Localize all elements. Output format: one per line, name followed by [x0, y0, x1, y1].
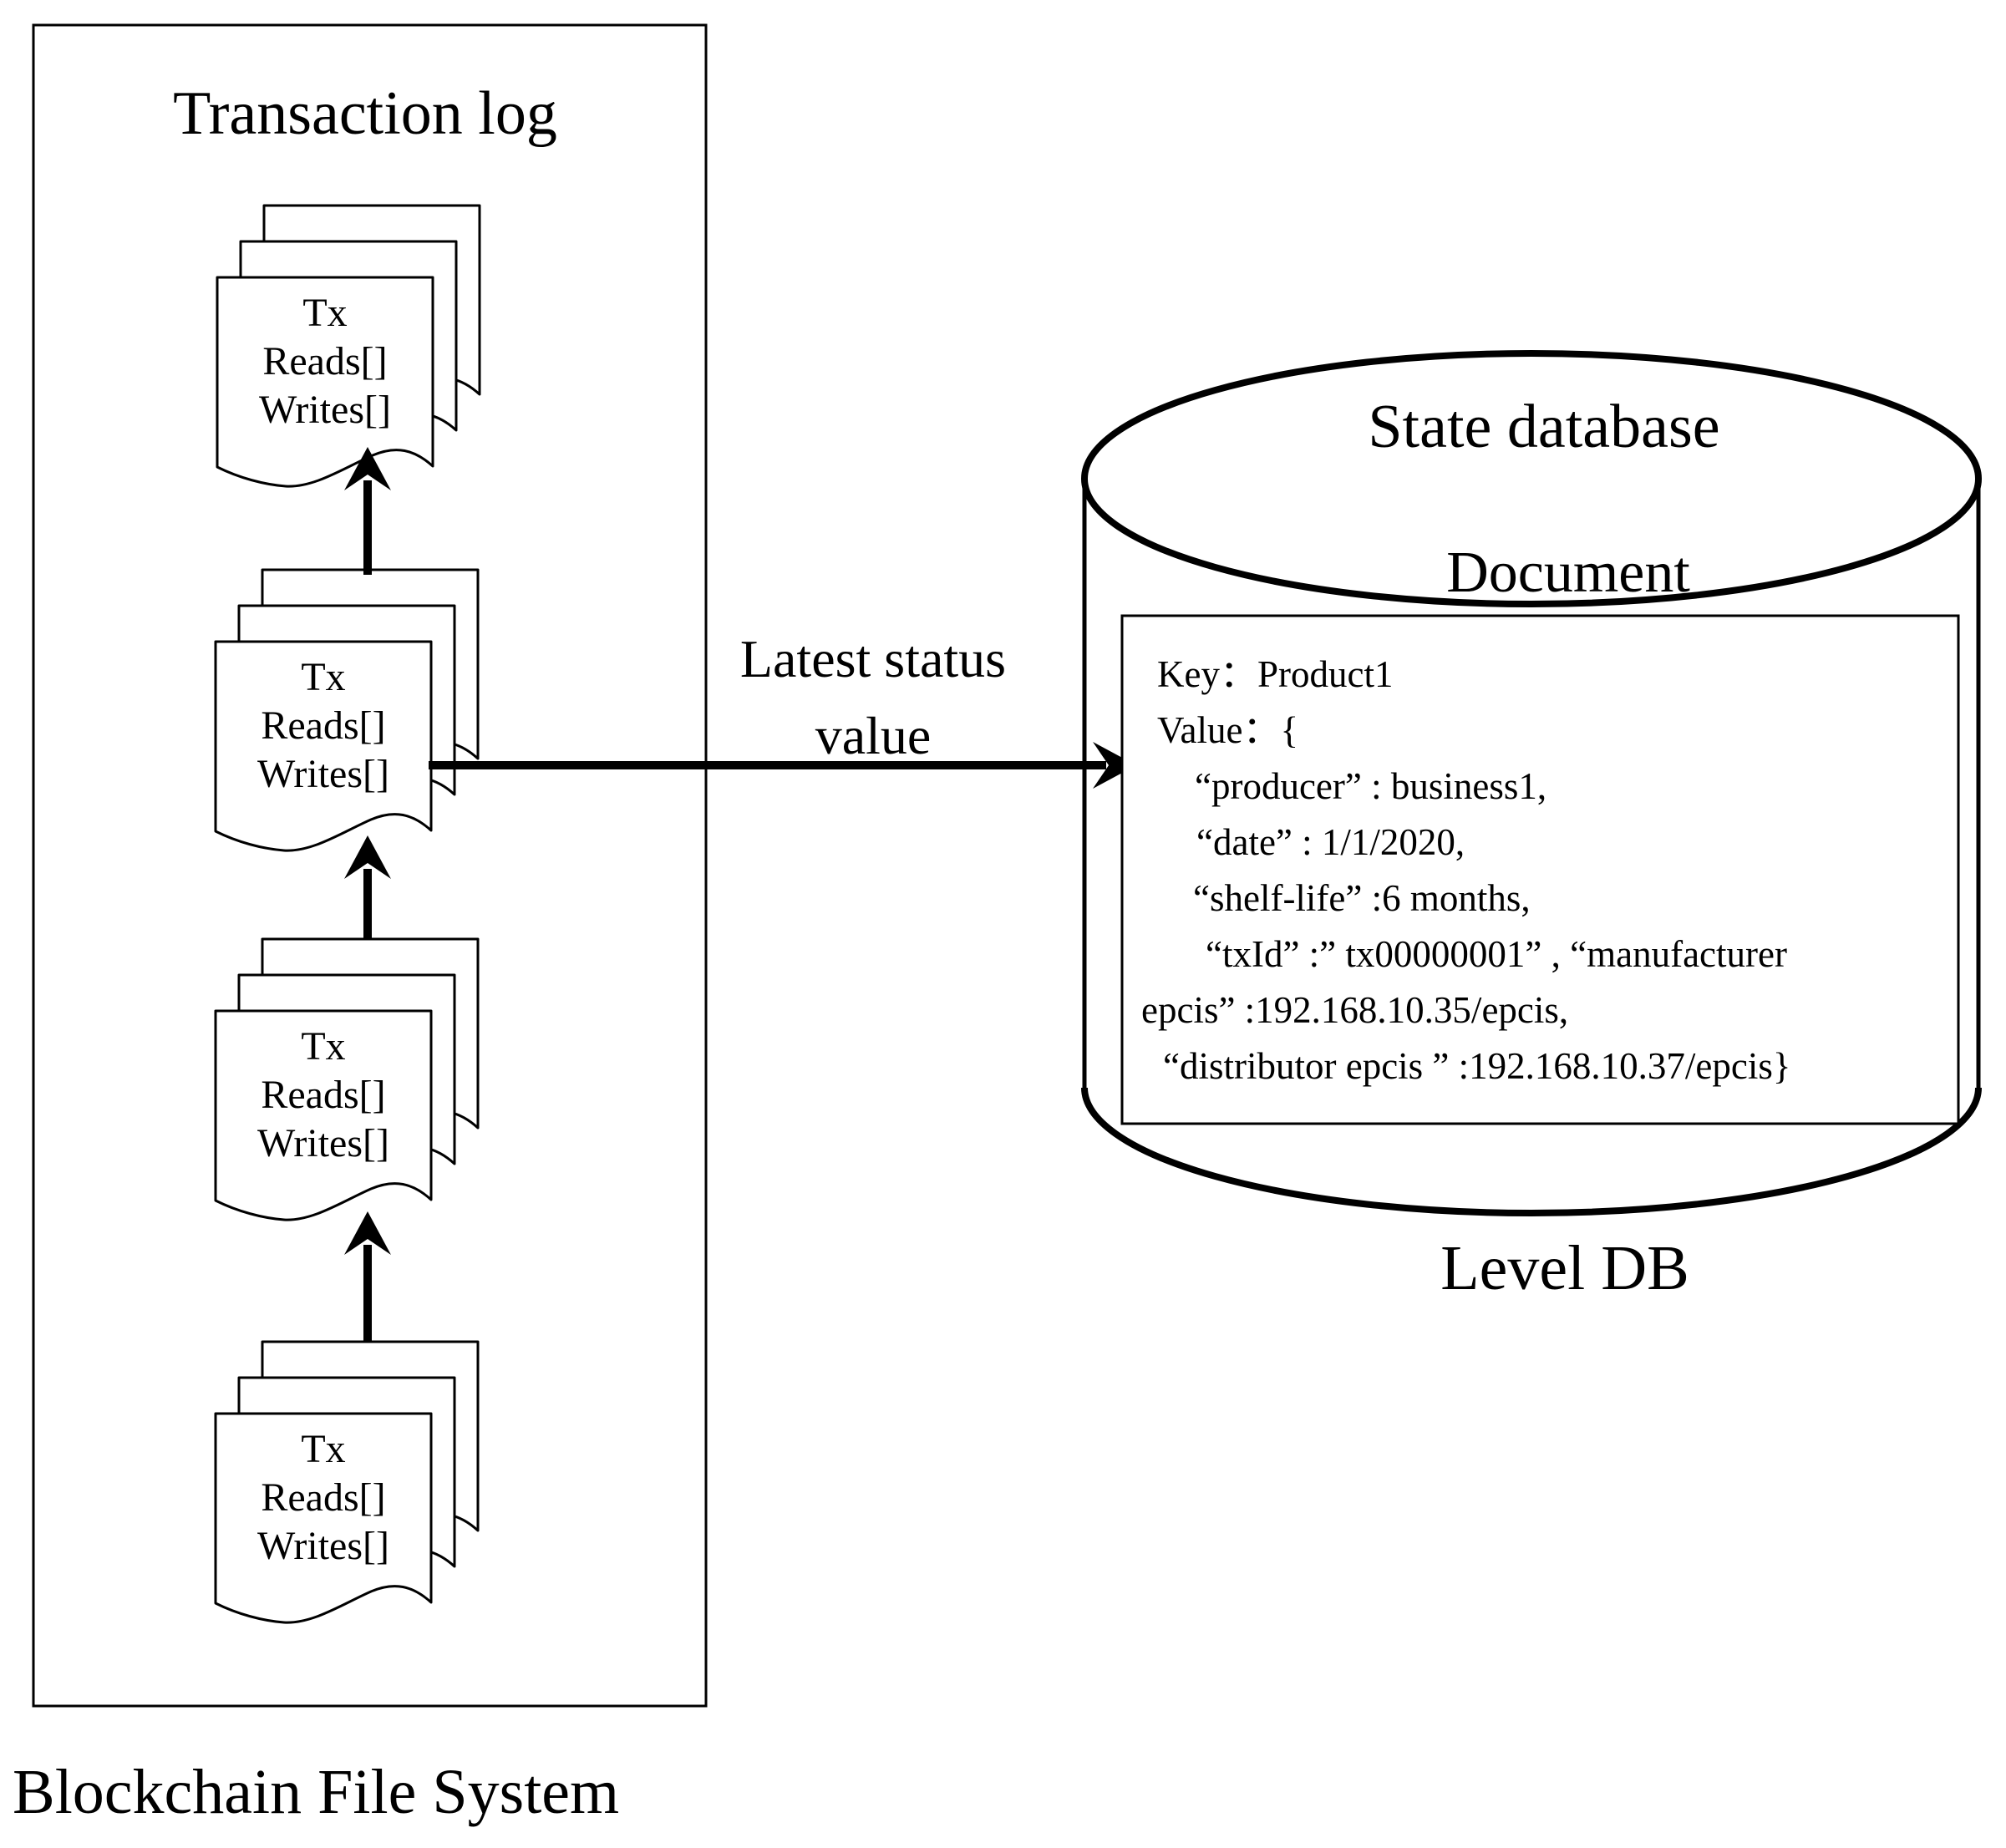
level-db-caption: Level DB: [1440, 1233, 1689, 1303]
record-line: “txId” :” tx00000001” , “manufacturer: [1206, 933, 1787, 975]
tx-line: Tx: [301, 1427, 345, 1471]
tx-line: Tx: [302, 291, 347, 335]
latest-status-label-line1: Latest status: [740, 629, 1006, 688]
state-database: State database Document Key：Product1 Val…: [1081, 350, 1982, 1303]
latest-status-flow: Latest status value: [429, 629, 1136, 789]
document-record-text: Key：Product1 Value：{ “producer” : busine…: [1141, 653, 1790, 1087]
writes-line: Writes[]: [259, 388, 391, 432]
tx-line: Tx: [301, 1024, 345, 1069]
blockchain-file-system-caption: Blockchain File System: [13, 1757, 619, 1827]
record-line: “date” : 1/1/2020,: [1196, 821, 1465, 863]
arrow-up-icon: [344, 1211, 391, 1255]
writes-line: Writes[]: [257, 1121, 389, 1165]
database-cylinder-bottom: [1081, 1087, 1982, 1216]
arrow-up-icon: [344, 835, 391, 879]
state-database-title: State database: [1368, 393, 1719, 461]
reads-line: Reads[]: [261, 703, 385, 748]
document-label: Document: [1446, 541, 1690, 605]
reads-line: Reads[]: [261, 1073, 385, 1117]
latest-status-label-line2: value: [815, 706, 932, 765]
reads-line: Reads[]: [262, 339, 387, 383]
record-line: “producer” : business1,: [1195, 765, 1546, 807]
record-line: “distributor epcis ” :192.168.10.37/epci…: [1163, 1045, 1790, 1087]
chain-arrow-2: [344, 835, 391, 939]
tx-stack-4: Tx Reads[] Writes[]: [214, 1340, 480, 1624]
tx-stack-2: Tx Reads[] Writes[]: [214, 568, 480, 852]
blockchain-file-system: Transaction log Tx Reads[] Writes[] Tx R…: [13, 23, 708, 1827]
arrow-right-icon: [1093, 742, 1136, 789]
record-line: epcis” :192.168.10.35/epcis,: [1141, 989, 1568, 1031]
chain-arrow-1: [344, 447, 391, 575]
reads-line: Reads[]: [261, 1475, 385, 1520]
tx-stack-3: Tx Reads[] Writes[]: [214, 937, 480, 1221]
writes-line: Writes[]: [257, 752, 389, 796]
writes-line: Writes[]: [257, 1524, 389, 1568]
record-line: Key：Product1: [1157, 653, 1393, 695]
record-line: Value：{: [1157, 709, 1298, 751]
tx-line: Tx: [301, 655, 345, 699]
chain-arrow-3: [344, 1211, 391, 1342]
arrow-up-icon: [344, 447, 391, 490]
tx-stack-1: Tx Reads[] Writes[]: [216, 204, 481, 488]
document-record-box: [1120, 614, 1960, 1125]
transaction-log-title: Transaction log: [173, 79, 557, 148]
record-line: “shelf-life” :6 months,: [1193, 877, 1531, 919]
